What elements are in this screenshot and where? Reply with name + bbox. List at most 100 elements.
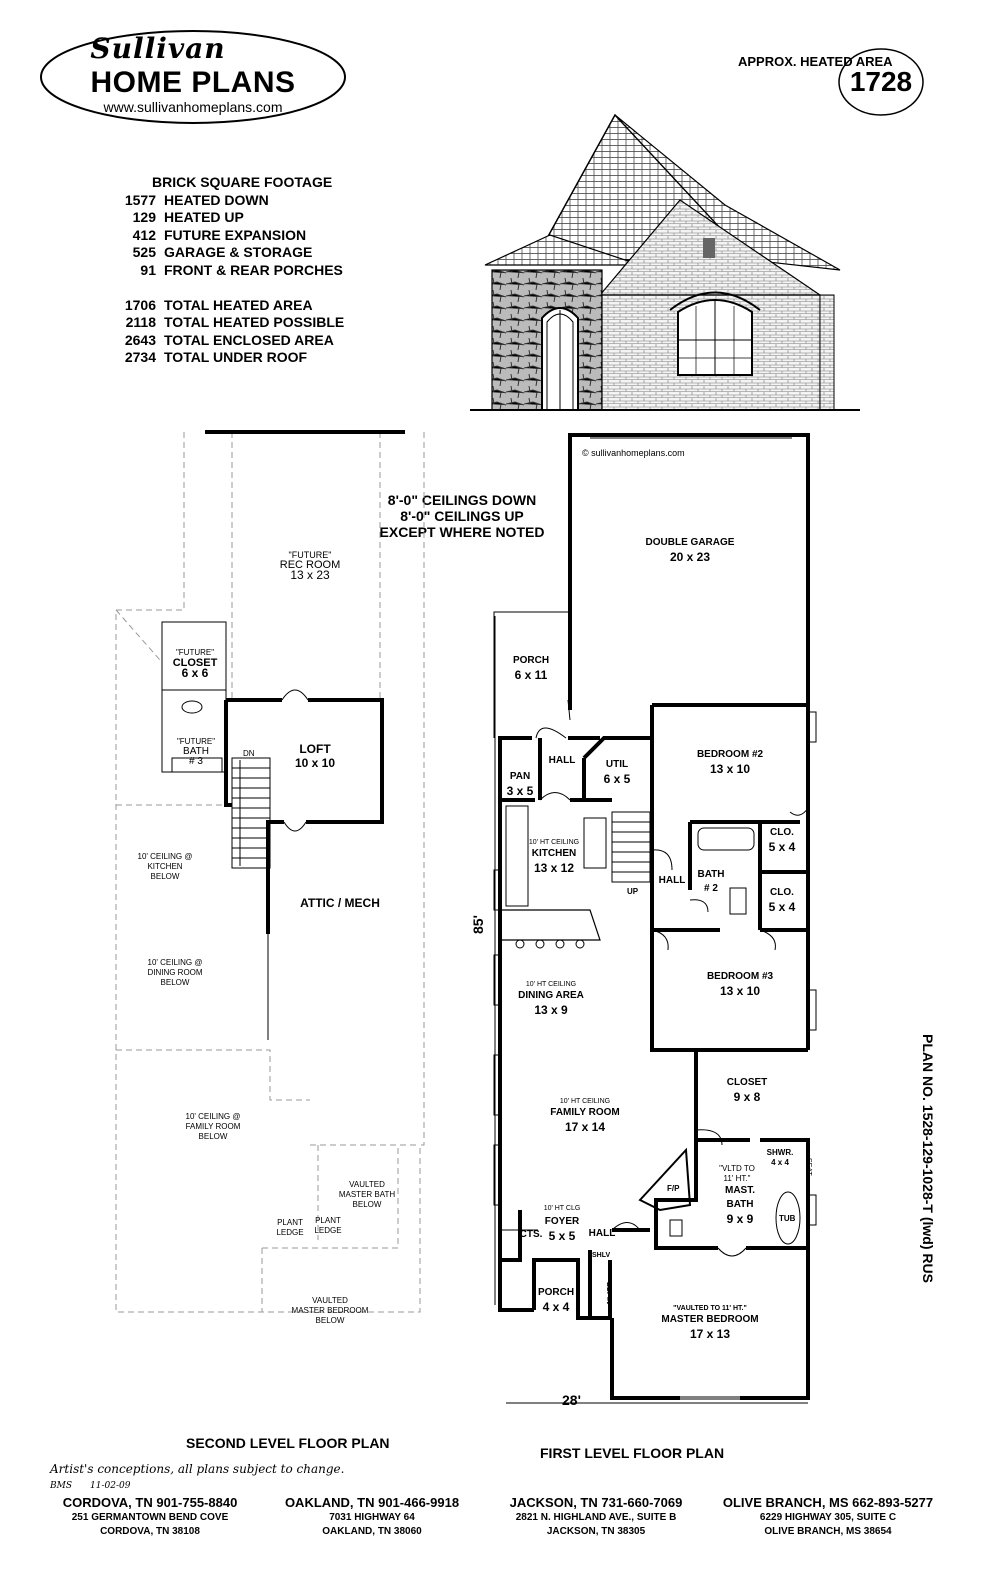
front-elevation (470, 113, 860, 411)
front-porch-label: PORCH 4 x 4 (537, 1287, 575, 1314)
ceilings-note-line-1: 8'-0" CEILINGS DOWN (387, 492, 537, 508)
heated-area-label: APPROX. HEATED AREA (738, 54, 893, 69)
square-footage-row: 1577 HEATED DOWN (122, 192, 422, 210)
square-footage-group-1: 1577 HEATED DOWN 129 HEATED UP 412 FUTURE EXP… (122, 192, 422, 280)
drawn-by: BMS (50, 1481, 72, 1491)
util-label: UTIL 6 x 5 (603, 759, 631, 786)
square-footage-label: FRONT & REAR PORCHES (164, 261, 343, 278)
kitchen-label: 10' HT CEILING KITCHEN 13 x 12 (528, 839, 580, 875)
side-roof (614, 114, 841, 271)
copyright-label: © sullivanhomeplans.com (582, 448, 685, 458)
bedroom-2-label: BEDROOM #2 13 x 10 (696, 749, 764, 776)
fireplace-label: F/P (667, 1184, 680, 1193)
hall-1-label: HALL (548, 755, 576, 766)
closet-label: CLOSET 9 x 8 (726, 1077, 768, 1104)
logo-main: HOME PLANS (90, 66, 296, 99)
plant-ledge-1: PLANT LEDGE (276, 1218, 304, 1237)
master-bath-note: "VLTD TO 11' HT." (719, 1164, 755, 1183)
seat-label: SEAT (805, 1158, 812, 1176)
square-footage-table: BRICK SQUARE FOOTAGE 1577 HEATED DOWN 129 H… (122, 174, 422, 367)
ceilings-note-line-2: 8'-0" CEILINGS UP (400, 508, 524, 524)
rear-porch-label: PORCH 6 x 11 (512, 655, 550, 682)
ceilings-note: 8'-0" CEILINGS DOWN 8'-0" CEILINGS UP EX… (362, 492, 562, 540)
family-below-note: 10' CEILING @ FAMILY ROOM BELOW (185, 1112, 241, 1141)
shower-label: SHWR. 4 x 4 (766, 1148, 794, 1167)
logo-website: www.sullivanhomeplans.com (103, 99, 283, 115)
cts-label: CTS. (519, 1229, 543, 1240)
stair-up-label: UP (627, 887, 639, 896)
square-footage-label: FUTURE EXPANSION (164, 226, 307, 243)
square-footage-group-2: 1706 TOTAL HEATED AREA 2118 TOTAL HEATED PO… (122, 297, 422, 367)
office-jackson: JACKSON, TN 731-660-7069 2821 N. HIGHLAN… (509, 1495, 683, 1537)
square-footage-label: HEATED UP (164, 209, 244, 226)
square-footage-title: BRICK SQUARE FOOTAGE (152, 174, 333, 190)
square-footage-row: 91 FRONT & REAR PORCHES (122, 262, 422, 280)
future-closet-label: "FUTURE" CLOSET 6 x 6 (172, 648, 218, 680)
built-in-label: BLT-IN (605, 1282, 612, 1305)
square-footage-value: 91 (140, 261, 156, 278)
kitchen-below-note: 10' CEILING @ KITCHEN BELOW (137, 852, 193, 881)
attic-label: ATTIC / MECH (300, 896, 380, 910)
foyer-label: 10' HT CLG FOYER 5 x 5 (543, 1205, 581, 1243)
depth-dimension: 85' (470, 915, 486, 934)
bedroom-3-label: BEDROOM #3 13 x 10 (706, 971, 774, 998)
square-footage-label: TOTAL ENCLOSED AREA (164, 331, 334, 348)
master-bedroom-label: "VAULTED TO 11' HT." MASTER BEDROOM 17 x… (661, 1305, 759, 1341)
square-footage-row: 412 FUTURE EXPANSION (122, 227, 422, 245)
rec-room-label: "FUTURE" REC ROOM 13 x 23 (279, 550, 341, 582)
hall-3-label: HALL (588, 1228, 616, 1239)
heated-area-value: 1728 (849, 66, 913, 97)
plan-number: PLAN NO. 1528-129-1028-T (lwd) RUS (920, 1034, 936, 1283)
dining-below-note: 10' CEILING @ DINING ROOM BELOW (147, 958, 203, 987)
bath-2-label: BATH # 2 (697, 869, 725, 894)
square-footage-value: 1577 (124, 191, 156, 208)
shelf-label: SHLV (592, 1252, 611, 1259)
square-footage-value: 2734 (124, 349, 156, 366)
width-dimension: 28' (562, 1392, 581, 1408)
closet-2-label: CLO. 5 x 4 (768, 887, 796, 914)
square-footage-value: 412 (132, 226, 156, 243)
square-footage-label: TOTAL HEATED AREA (164, 296, 313, 313)
plant-ledge-2: PLANT LEDGE (314, 1216, 342, 1235)
square-footage-label: TOTAL UNDER ROOF (164, 349, 308, 366)
drawn-date: 11-02-09 (90, 1481, 131, 1491)
loft-label: LOFT 10 x 10 (294, 742, 336, 770)
square-footage-value: 1706 (124, 296, 156, 313)
hall-2-label: HALL (658, 875, 686, 886)
office-olive-branch: OLIVE BRANCH, MS 662-893-5277 6229 HIGHW… (722, 1495, 934, 1537)
square-footage-row: 1706 TOTAL HEATED AREA (122, 297, 422, 315)
porch-roof (484, 234, 641, 266)
square-footage-row: 129 HEATED UP (122, 209, 422, 227)
master-bath-label: MAST. BATH 9 x 9 (725, 1185, 755, 1226)
square-footage-value: 129 (132, 209, 156, 226)
closet-1-label: CLO. 5 x 4 (768, 827, 796, 854)
master-bath-below-note: VAULTED MASTER BATH BELOW (338, 1180, 396, 1209)
logo-script: Sullivan (90, 32, 226, 65)
brand-logo: Sullivan HOME PLANS www.sullivanhomeplan… (38, 28, 348, 126)
heated-area-badge (838, 48, 924, 116)
dining-label: 10' HT CEILING DINING AREA 13 x 9 (518, 981, 584, 1017)
disclaimer: Artist's conceptions, all plans subject … (50, 1462, 345, 1476)
ceilings-note-line-3: EXCEPT WHERE NOTED (379, 524, 545, 540)
logo-ellipse (40, 30, 346, 124)
pan-label: PAN 3 x 5 (506, 771, 534, 798)
office-oakland: OAKLAND, TN 901-466-9918 7031 HIGHWAY 64… (284, 1495, 460, 1537)
office-cordova: CORDOVA, TN 901-755-8840 251 GERMANTOWN … (62, 1495, 238, 1537)
square-footage-label: GARAGE & STORAGE (164, 244, 313, 261)
square-footage-label: TOTAL HEATED POSSIBLE (164, 314, 345, 331)
tub-label: TUB (779, 1214, 796, 1223)
square-footage-row: 2734 TOTAL UNDER ROOF (122, 349, 422, 367)
second-level-caption: SECOND LEVEL FLOOR PLAN (186, 1435, 390, 1451)
square-footage-row: 2118 TOTAL HEATED POSSIBLE (122, 314, 422, 332)
family-room-label: 10' HT CEILING FAMILY ROOM 17 x 14 (550, 1098, 620, 1134)
future-bath-label: "FUTURE" BATH # 3 (176, 737, 216, 767)
square-footage-value: 2118 (125, 314, 156, 331)
garage-label: DOUBLE GARAGE 20 x 23 (645, 537, 735, 564)
square-footage-label: HEATED DOWN (164, 191, 269, 208)
master-bedroom-below-note: VAULTED MASTER BEDROOM BELOW (291, 1296, 369, 1325)
stair-down-label: DN (243, 749, 255, 758)
